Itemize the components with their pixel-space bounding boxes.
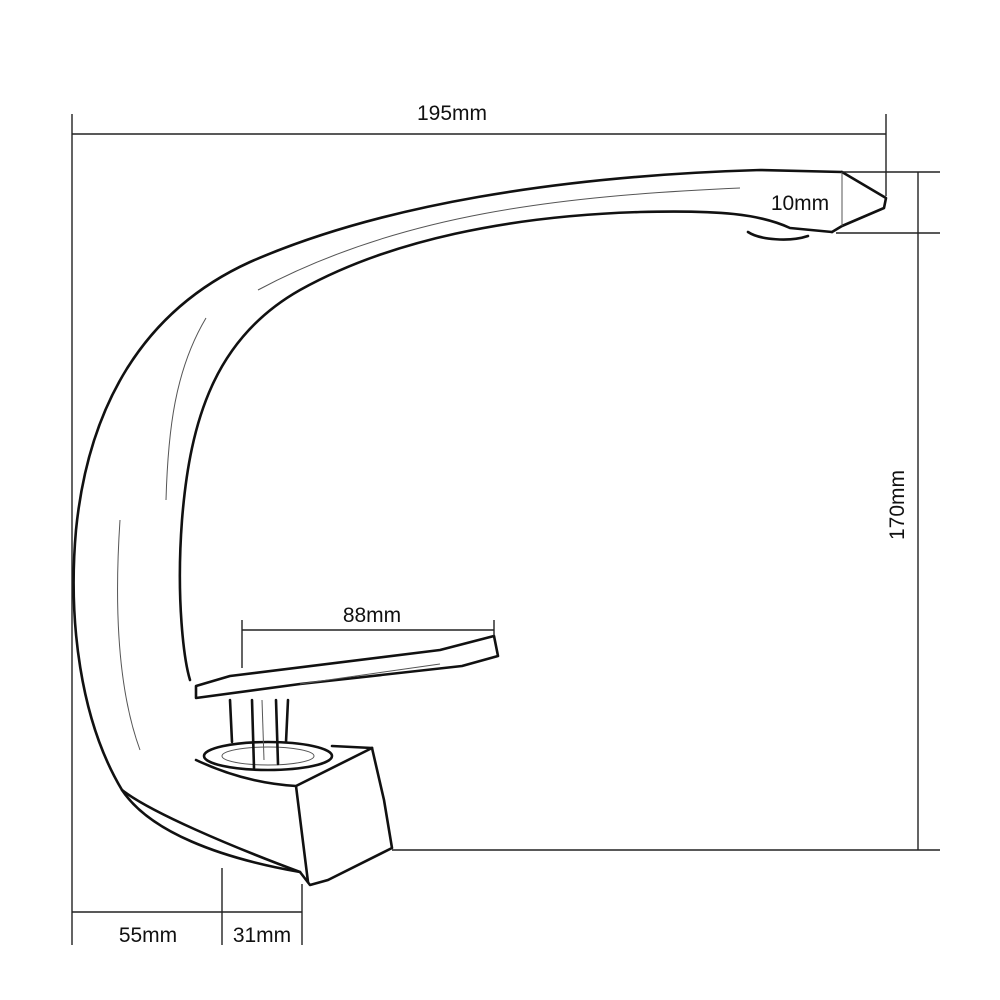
- lever-top: [194, 634, 500, 700]
- label-overall-width: 195mm: [417, 102, 487, 125]
- body-base-left: [120, 788, 302, 874]
- label-base-offset: 55mm: [119, 924, 177, 947]
- label-spout-tip-height: 10mm: [771, 192, 829, 215]
- spout-tip: [830, 170, 888, 234]
- aerator: [746, 230, 810, 241]
- label-base-depth: 31mm: [233, 924, 291, 947]
- label-handle-length: 88mm: [343, 604, 401, 627]
- lever-stem: [228, 698, 290, 770]
- label-overall-height: 170mm: [886, 470, 909, 540]
- body-base-front: [194, 746, 374, 884]
- spout-inner-outline: [178, 210, 834, 682]
- dimension-lines: [71, 114, 940, 945]
- spout-outer-outline: [72, 168, 844, 887]
- lever-handle: [194, 634, 500, 770]
- faucet-body: [72, 168, 888, 887]
- base-ring: [202, 740, 334, 772]
